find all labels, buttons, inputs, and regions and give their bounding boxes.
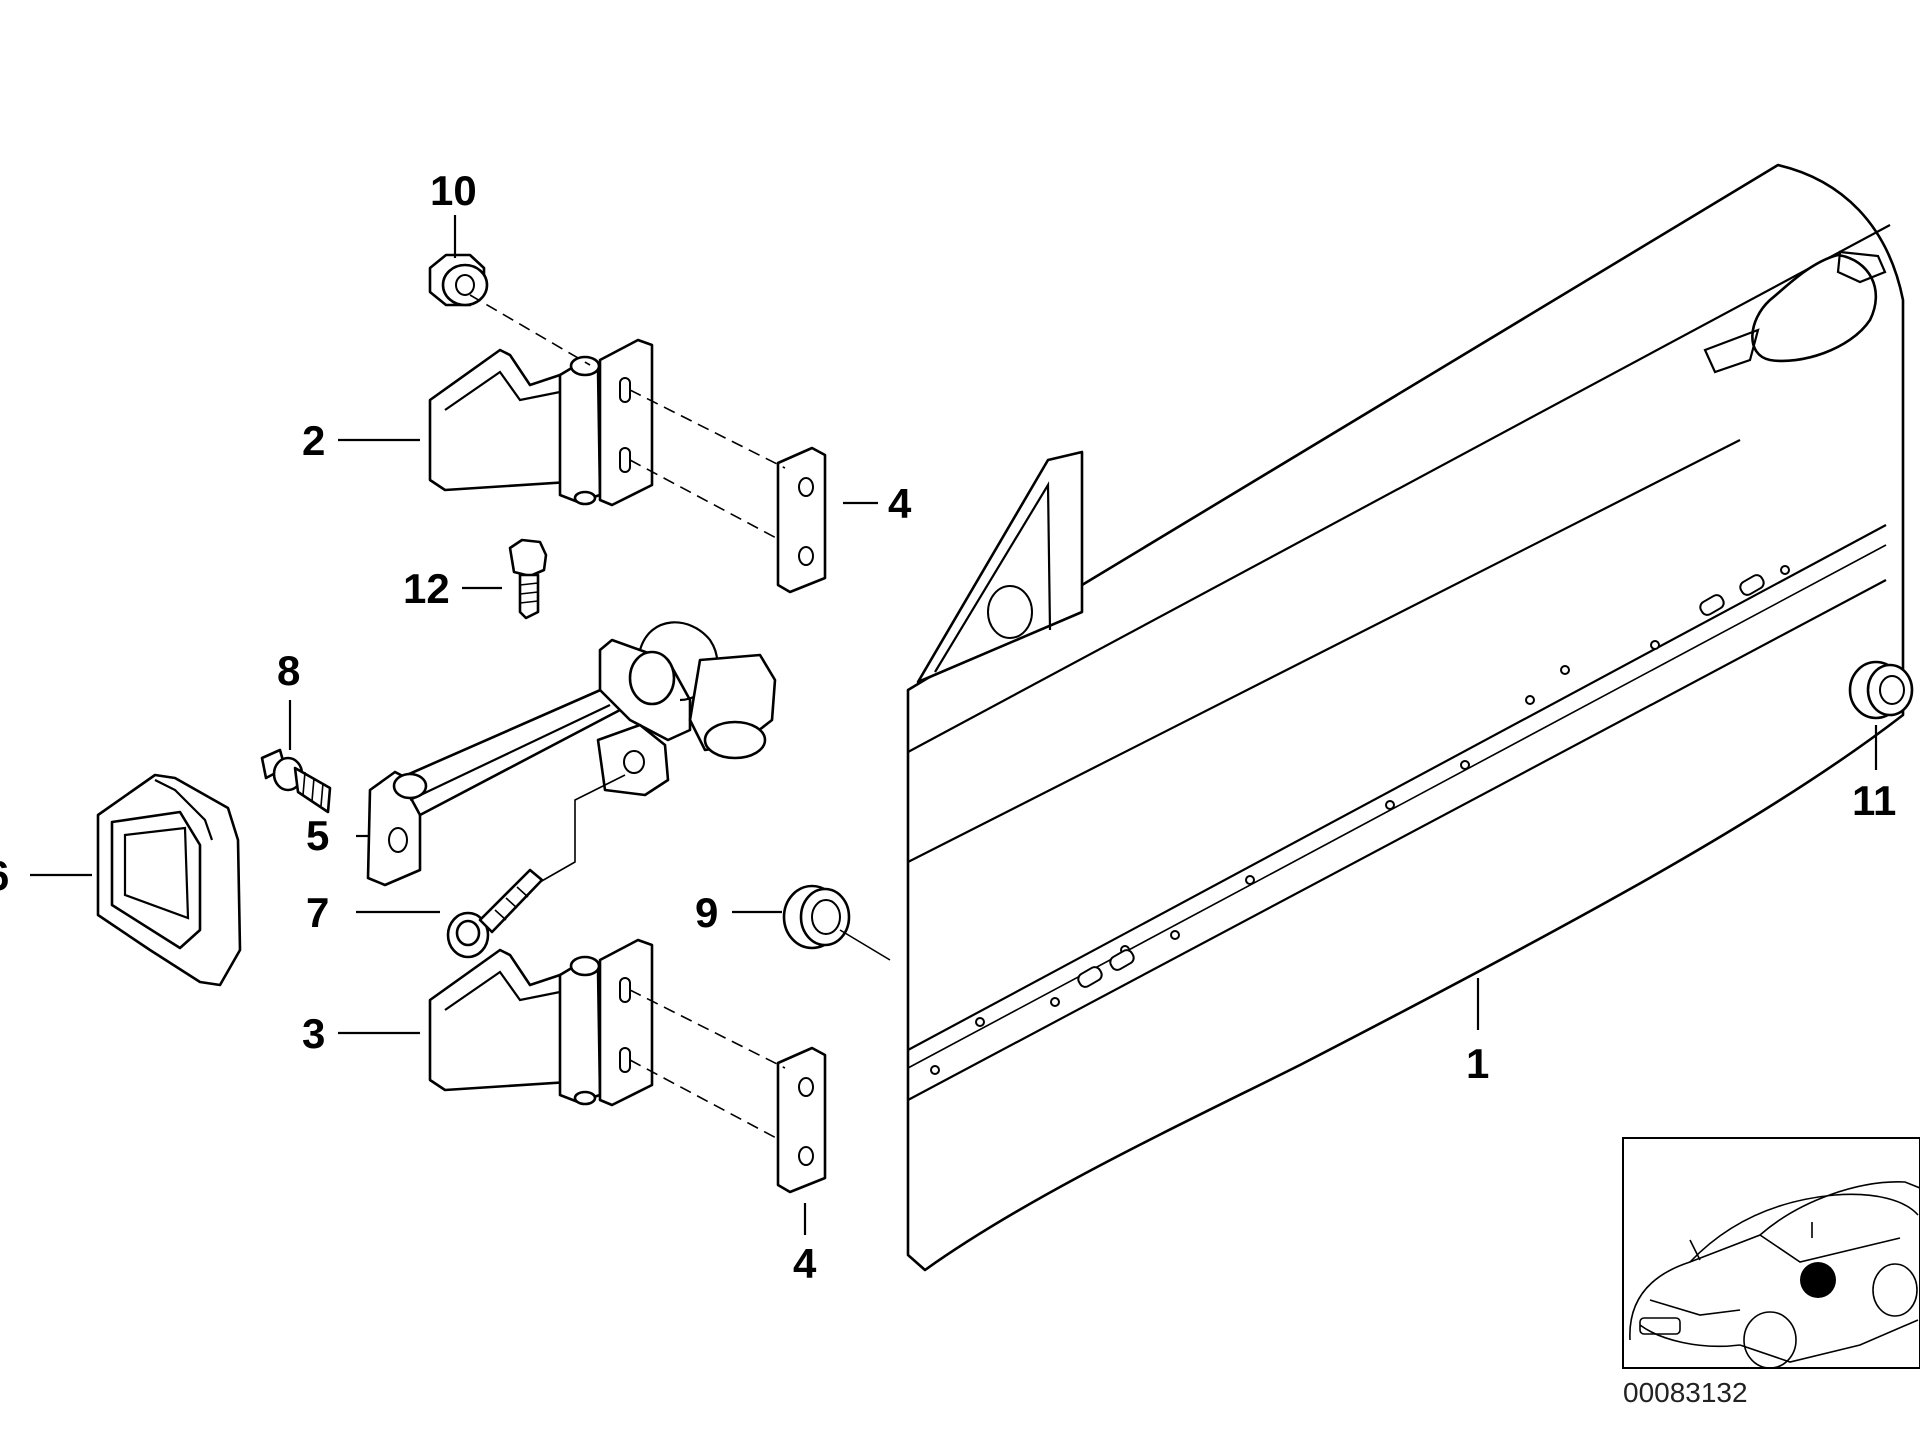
- hex-bolt-7: [446, 868, 544, 959]
- lower-hinge: [428, 938, 654, 1107]
- callout-10: 10: [430, 167, 477, 214]
- callout-2: 2: [302, 417, 325, 464]
- callout-7: 7: [306, 889, 329, 936]
- upper-hinge: [428, 338, 654, 507]
- vehicle-locator-inset: [1622, 1137, 1920, 1369]
- leader-lines: [30, 215, 1878, 1235]
- nut-top: [428, 253, 489, 307]
- sealing-cap: [96, 773, 242, 987]
- grommet-11: [1848, 660, 1914, 720]
- bolt-12: [508, 538, 548, 620]
- callout-1: 1: [1466, 1040, 1489, 1087]
- callout-9: 9: [695, 889, 718, 936]
- door-check-strap: [366, 621, 777, 887]
- door-shell: [906, 163, 1905, 1272]
- location-marker: [1800, 1262, 1836, 1298]
- callout-11: 11: [1852, 777, 1896, 824]
- callout-6: 6: [0, 852, 9, 899]
- callout-4-upper: 4: [888, 480, 912, 527]
- callout-4-lower: 4: [793, 1240, 817, 1287]
- door-holes: [930, 565, 1790, 1075]
- grommet-9: [782, 884, 851, 950]
- lower-plate: [776, 1046, 827, 1194]
- callout-5: 5: [306, 812, 329, 859]
- screw-8: [260, 748, 332, 814]
- callout-labels: 1 2 3 4 4 5 6 7 8 9 10 11 12: [0, 167, 1896, 1287]
- upper-plate: [776, 446, 827, 594]
- callout-8: 8: [277, 647, 300, 694]
- assembly-lines: [469, 294, 891, 1141]
- callout-12: 12: [403, 565, 450, 612]
- reference-number: 00083132: [1623, 1377, 1748, 1408]
- car-outline: [1629, 1181, 1920, 1369]
- callout-3: 3: [302, 1010, 325, 1057]
